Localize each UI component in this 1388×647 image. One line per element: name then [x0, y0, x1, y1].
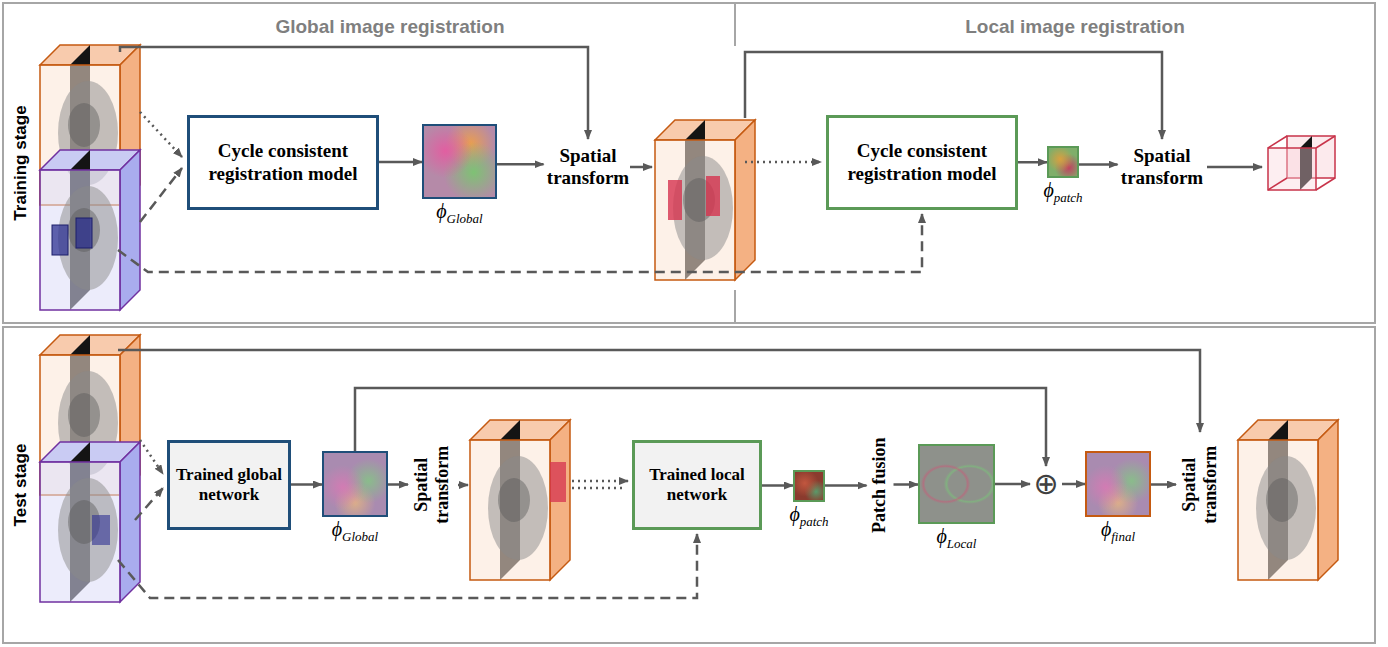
- flow-arrow: [291, 483, 322, 486]
- stage-panel: Test stageTrained global networkϕGlobalS…: [2, 326, 1376, 644]
- symbol: ϕ: [1043, 179, 1053, 201]
- process-box: Cycle consistent registration model: [187, 115, 379, 210]
- node-text: Spatial transform: [1179, 446, 1220, 524]
- flow-arrow: [388, 483, 408, 486]
- field-label: ϕGlobal: [332, 518, 378, 544]
- flow-arrow: [995, 483, 1030, 486]
- node-text: Patch fusion: [870, 437, 891, 533]
- process-box: Cycle consistent registration model: [826, 115, 1018, 210]
- caption-holder: ϕfinal: [1101, 518, 1135, 544]
- subscript: Global: [447, 211, 483, 226]
- node-text: Spatial transform: [547, 145, 629, 189]
- node-text: Cycle consistent registration model: [835, 140, 1009, 186]
- caption-holder: ϕLocal: [937, 525, 977, 551]
- deformation-field: ϕpatch: [1047, 146, 1079, 178]
- operation-label: Spatial transform: [1176, 443, 1224, 527]
- flow-arrow: [1062, 483, 1085, 486]
- caption-holder: ϕGlobal: [332, 518, 378, 544]
- network-box: Trained global network: [167, 440, 291, 530]
- subscript: patch: [1054, 190, 1083, 205]
- operation-label: Spatial transform: [544, 142, 633, 192]
- patch-cube: [550, 462, 566, 502]
- flow-arrow: [379, 161, 422, 164]
- deformation-field: ϕGlobal: [322, 451, 388, 517]
- caption-holder: ϕpatch: [1043, 179, 1082, 205]
- node-text: Cycle consistent registration model: [196, 140, 370, 186]
- deformation-field: ϕLocal: [918, 444, 995, 524]
- stage-heading-holder: Test stage: [8, 326, 34, 644]
- subscript: Global: [342, 529, 378, 544]
- deformation-field: ϕpatch: [793, 470, 825, 502]
- output-patch: [1268, 136, 1335, 190]
- deformation-field: ϕfinal: [1085, 451, 1151, 517]
- flow-arrow: [1079, 163, 1118, 166]
- flow-arrow: [497, 163, 544, 166]
- field-label: ϕGlobal: [436, 200, 482, 226]
- field-label: ϕLocal: [937, 525, 977, 551]
- patch-cube: [52, 225, 68, 255]
- stage-label: Training stage: [11, 105, 31, 220]
- flow-arrow: [825, 484, 867, 487]
- section-heading: Local image registration: [965, 16, 1185, 38]
- section-heading-holder: Global image registration: [275, 16, 504, 38]
- caption-holder: ϕpatch: [789, 503, 828, 529]
- operation-label: Spatial transform: [408, 443, 456, 527]
- section-heading-holder: Local image registration: [965, 16, 1185, 38]
- symbol: ϕ: [1101, 518, 1111, 540]
- patch-cube: [706, 176, 720, 216]
- patch-cube: [76, 218, 92, 248]
- node-text: ⊕: [1033, 469, 1058, 499]
- subscript: Local: [947, 536, 977, 551]
- operation-label: Spatial transform: [1118, 142, 1207, 192]
- section-divider: [734, 290, 736, 324]
- fixed-volume: [40, 150, 140, 310]
- flow-arrow: [1151, 483, 1176, 486]
- flow-arrow: [762, 484, 793, 487]
- stage-heading-holder: Training stage: [8, 2, 34, 324]
- flow-arrow: [894, 483, 919, 486]
- field-label: ϕpatch: [1043, 179, 1082, 205]
- caption-holder: ϕGlobal: [436, 200, 482, 226]
- flow-arrow: [1018, 161, 1047, 164]
- fixed-volume: [40, 442, 140, 602]
- network-box: Trained local network: [632, 440, 762, 530]
- patch-cube: [92, 515, 110, 545]
- section-divider: [734, 2, 736, 46]
- node-text: Trained global network: [176, 465, 282, 506]
- field-label: ϕpatch: [789, 503, 828, 529]
- symbol: ϕ: [937, 525, 947, 547]
- subscript: final: [1111, 529, 1135, 544]
- patch-cube: [668, 180, 682, 220]
- stage-panel: Training stage Cycle consistent registrat…: [2, 2, 1376, 324]
- section-heading: Global image registration: [275, 16, 504, 38]
- sum-symbol: ⊕: [1030, 466, 1062, 502]
- operation-label: Patch fusion: [867, 434, 894, 536]
- subscript: patch: [800, 514, 829, 529]
- flow-lines: [118, 47, 1262, 272]
- symbol: ϕ: [332, 518, 342, 540]
- field-label: ϕfinal: [1101, 518, 1135, 544]
- stage-label: Test stage: [11, 444, 31, 527]
- node-text: Spatial transform: [1121, 145, 1203, 189]
- warped-volume: [470, 420, 570, 580]
- registered-volume: [1238, 420, 1338, 580]
- symbol: ϕ: [789, 503, 799, 525]
- deformation-field: ϕGlobal: [422, 124, 497, 199]
- symbol: ϕ: [436, 200, 446, 222]
- warped-volume: [655, 120, 755, 280]
- flow-lines: [118, 350, 1200, 598]
- node-text: Spatial transform: [411, 446, 452, 524]
- node-text: Trained local network: [641, 465, 753, 506]
